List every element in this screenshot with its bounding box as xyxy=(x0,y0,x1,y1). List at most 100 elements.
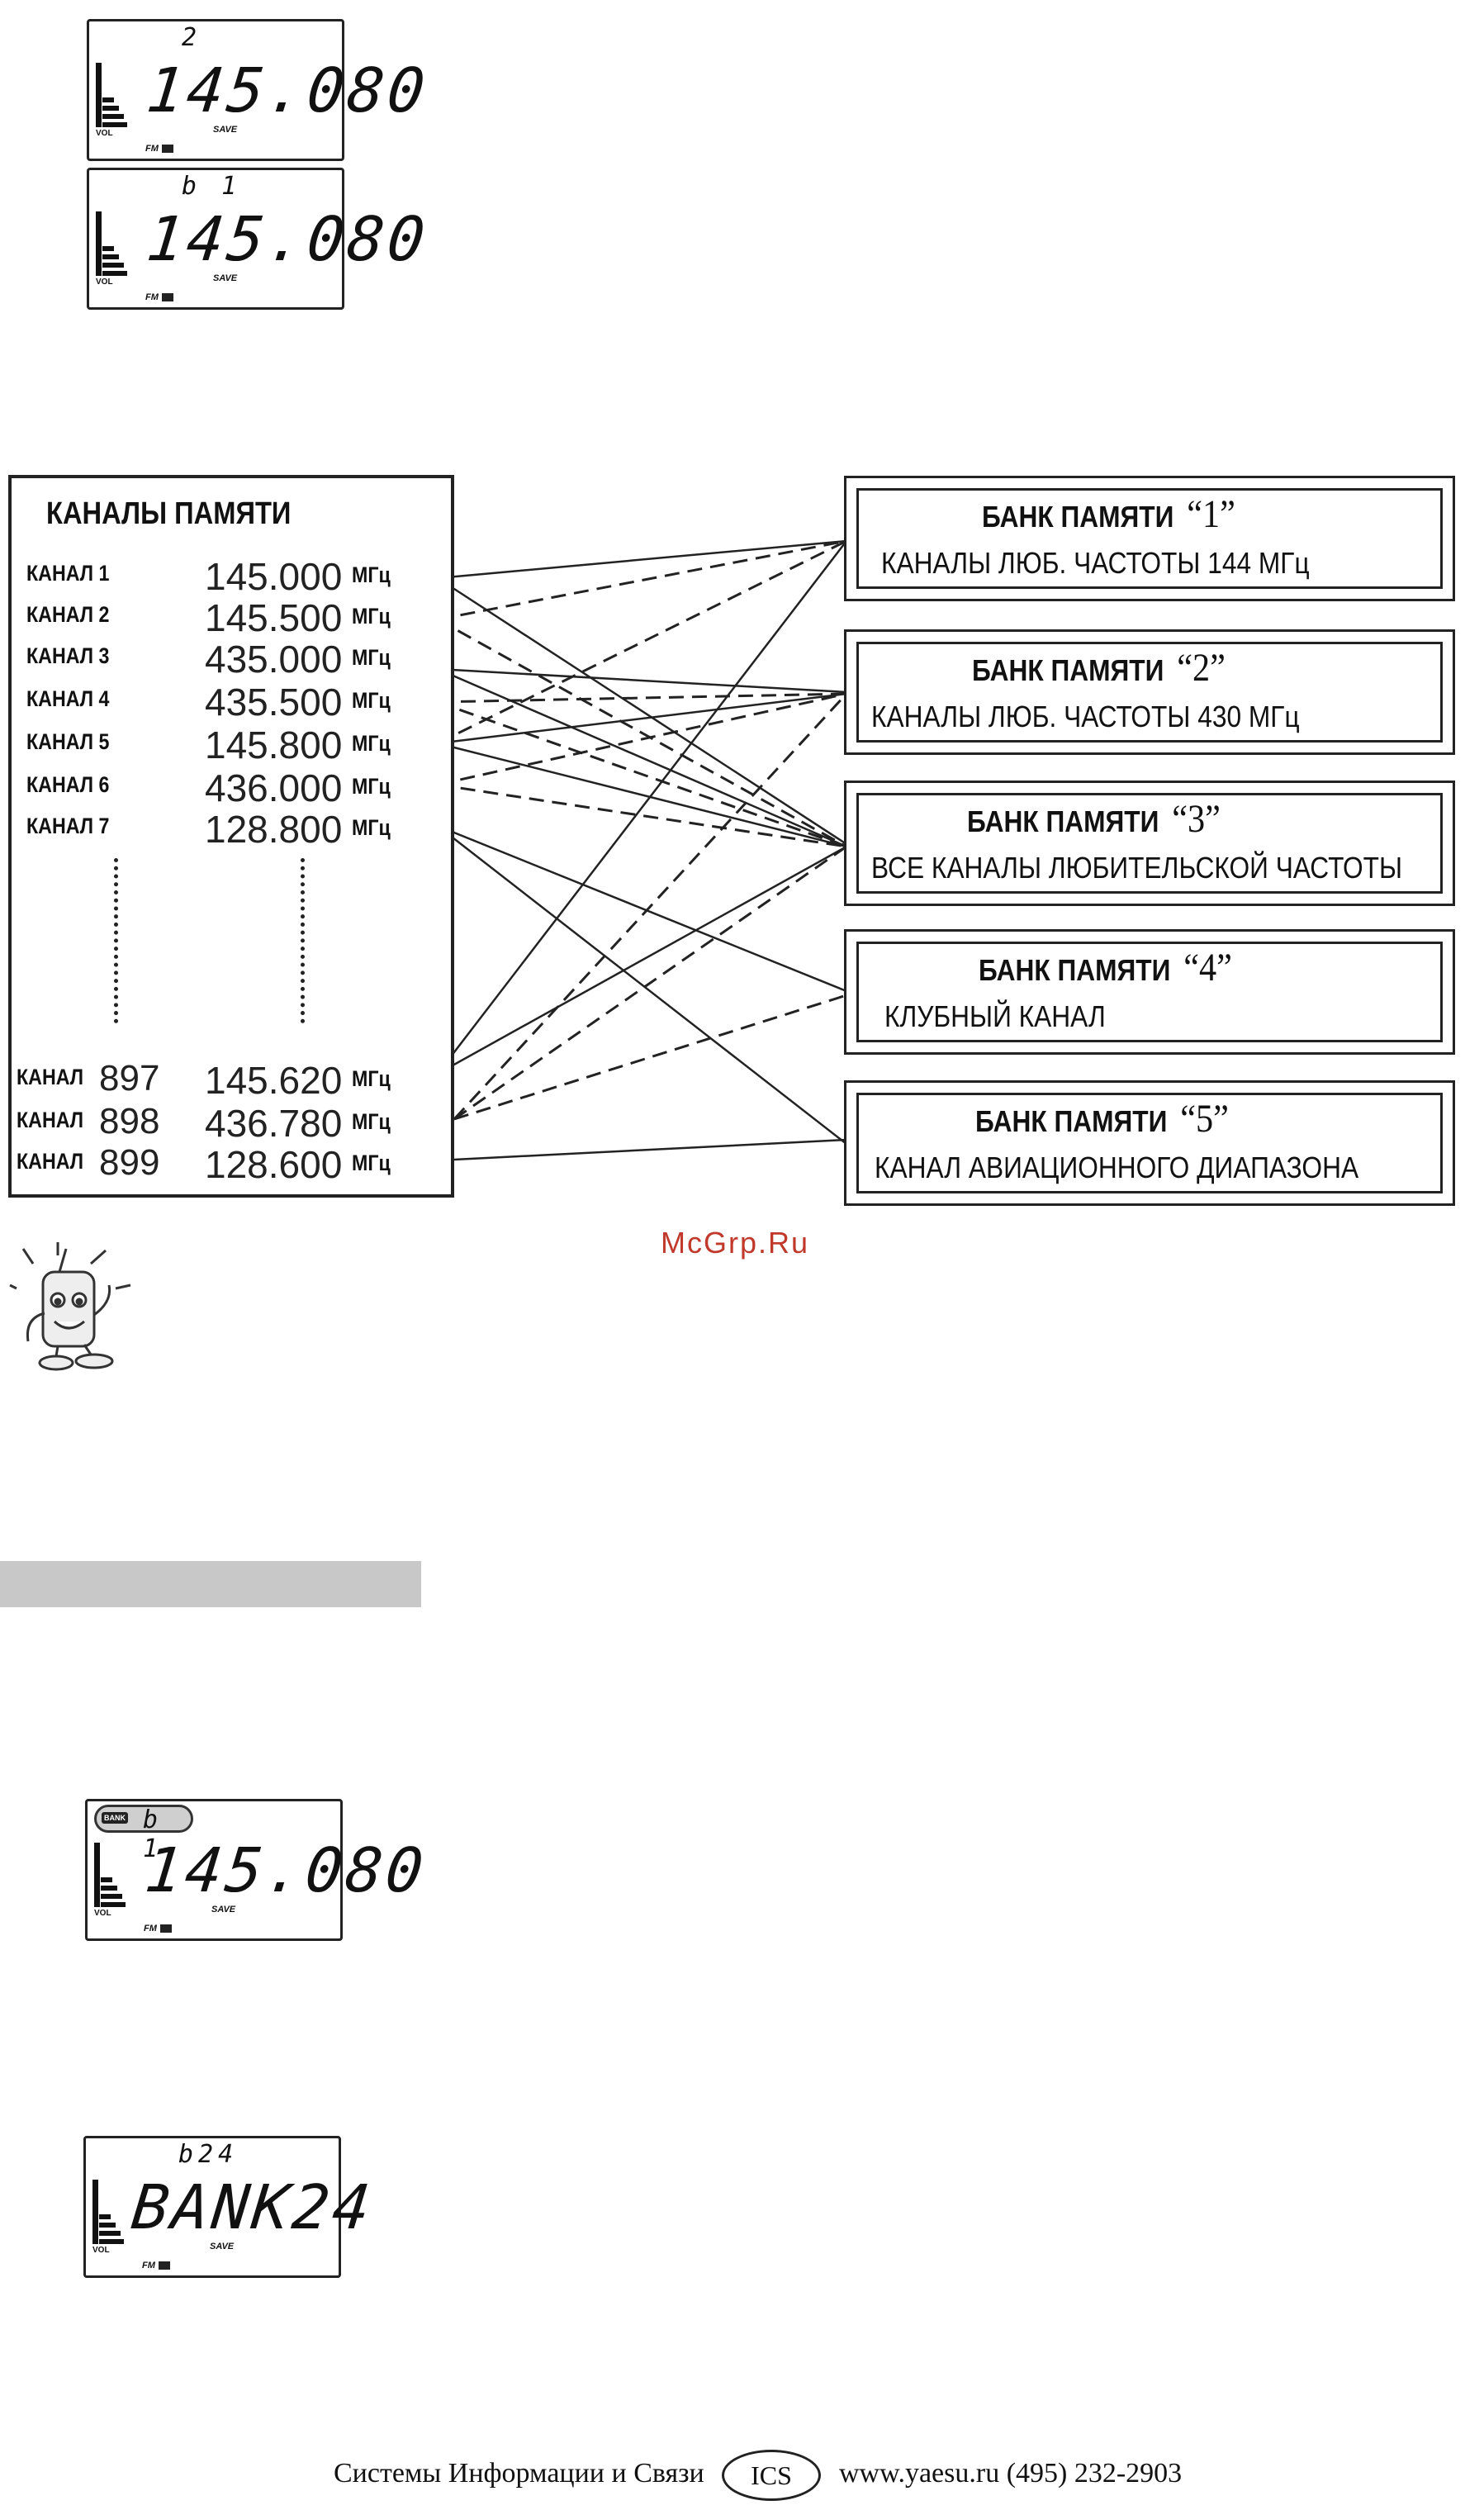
channel-row: КАНАЛ 1 145.000 МГц xyxy=(12,553,441,598)
lcd-display-bank-24: b24 BANK24 SAVE VOL FM xyxy=(83,2136,377,2278)
channel-ellipsis-dots xyxy=(114,858,118,1023)
channel-frequency: 145.620 xyxy=(205,1059,343,1102)
frequency-ellipsis-dots xyxy=(301,858,305,1023)
watermark: McGrp.Ru xyxy=(661,1226,810,1260)
channel-name: КАНАЛ 2 xyxy=(26,602,110,627)
bank-description: КАНАЛ АВИАЦИОННОГО ДИАПАЗОНА xyxy=(875,1151,1359,1184)
channel-name: КАНАЛ xyxy=(17,1108,84,1132)
channel-name: КАНАЛ xyxy=(17,1065,84,1089)
memory-bank-3: БАНК ПАМЯТИ “3” ВСЕ КАНАЛЫ ЛЮБИТЕЛЬСКОЙ Ч… xyxy=(844,781,1455,906)
bank-title: БАНК ПАМЯТИ xyxy=(982,500,1174,534)
channel-row: КАНАЛ 2 145.500 МГц xyxy=(12,594,441,639)
channel-name: КАНАЛ 1 xyxy=(26,561,110,586)
memory-channels-panel: КАНАЛЫ ПАМЯТИ КАНАЛ 1 145.000 МГц КАНАЛ … xyxy=(8,475,454,1198)
channel-frequency: 435.000 xyxy=(205,638,343,681)
channel-name: КАНАЛ 3 xyxy=(26,643,110,668)
channel-unit: МГц xyxy=(352,562,391,587)
lcd-mode: FM xyxy=(145,144,173,154)
channel-number: 897 xyxy=(99,1058,160,1098)
bank-number: “1” xyxy=(1187,492,1235,536)
bank-number: “2” xyxy=(1177,646,1226,690)
volume-bars-icon xyxy=(92,2180,124,2244)
channel-name: КАНАЛ 6 xyxy=(26,772,110,797)
lcd-top-text: b 1 xyxy=(143,1805,167,1863)
lcd-top-text: 2 xyxy=(182,23,202,52)
bank-title: БАНК ПАМЯТИ xyxy=(975,1104,1168,1138)
channel-row: КАНАЛ 897 145.620 МГц xyxy=(12,1056,441,1102)
lcd-save-indicator: SAVE xyxy=(213,273,238,283)
channel-name: КАНАЛ 5 xyxy=(26,729,110,754)
channel-frequency: 128.600 xyxy=(205,1143,343,1186)
volume-bars-icon xyxy=(94,1843,126,1907)
channel-bank-connections xyxy=(437,539,848,1162)
channel-unit: МГц xyxy=(352,604,391,629)
channel-unit: МГц xyxy=(352,1151,391,1175)
memory-bank-4: БАНК ПАМЯТИ “4” КЛУБНЫЙ КАНАЛ xyxy=(844,929,1455,1055)
channel-unit: МГц xyxy=(352,688,391,713)
channel-row: КАНАЛ 3 435.000 МГц xyxy=(12,635,441,681)
bank-badge-label: BANK xyxy=(102,1812,128,1824)
radio-mascot-icon xyxy=(9,1242,131,1371)
lcd-display-channel-2: 2 145.080 SAVE VOL FM xyxy=(87,19,431,161)
bank-indicator-badge: BANK b 1 xyxy=(94,1805,193,1863)
section-header-bar xyxy=(0,1561,421,1607)
lcd-save-indicator: SAVE xyxy=(213,125,238,135)
channel-unit: МГц xyxy=(352,774,391,799)
channel-name: КАНАЛ xyxy=(17,1149,84,1174)
channel-frequency: 436.780 xyxy=(205,1102,343,1145)
lcd-vol-label: VOL xyxy=(96,278,113,287)
bank-number: “3” xyxy=(1172,797,1221,841)
memory-bank-1: БАНК ПАМЯТИ “1” КАНАЛЫ ЛЮБ. ЧАСТОТЫ 144 М… xyxy=(844,476,1455,601)
bank-description: КАНАЛЫ ЛЮБ. ЧАСТОТЫ 144 МГц xyxy=(881,546,1310,580)
bank-title: БАНК ПАМЯТИ xyxy=(979,953,1171,987)
channel-frequency: 145.000 xyxy=(205,555,343,598)
bank-description: КЛУБНЫЙ КАНАЛ xyxy=(884,999,1106,1033)
channel-row: КАНАЛ 899 128.600 МГц xyxy=(12,1141,441,1186)
channel-number: 899 xyxy=(99,1142,160,1183)
channel-frequency: 436.000 xyxy=(205,766,343,809)
lcd-vol-label: VOL xyxy=(94,1909,111,1918)
memory-channels-title: КАНАЛЫ ПАМЯТИ xyxy=(46,496,292,531)
lcd-display-bank-1: b 1 145.080 SAVE VOL FM xyxy=(87,168,431,310)
bank-number: “4” xyxy=(1183,946,1232,989)
channel-row: КАНАЛ 5 145.800 МГц xyxy=(12,721,441,766)
channel-unit: МГц xyxy=(352,645,391,670)
channel-frequency: 128.800 xyxy=(205,808,343,851)
channel-row: КАНАЛ 4 435.500 МГц xyxy=(12,678,441,724)
channel-name: КАНАЛ 4 xyxy=(26,686,110,711)
channel-unit: МГц xyxy=(352,1109,391,1134)
lcd-frequency: BANK24 xyxy=(128,2172,377,2243)
lcd-mode: FM xyxy=(142,2261,170,2270)
lcd-vol-label: VOL xyxy=(96,129,113,138)
footer-contacts: www.yaesu.ru (495) 232-2903 xyxy=(839,2458,1183,2489)
lcd-display-bank-mode: BANK b 1 145.080 SAVE VOL FM xyxy=(85,1799,429,1941)
channel-unit: МГц xyxy=(352,815,391,840)
lcd-save-indicator: SAVE xyxy=(211,1905,236,1915)
lcd-mode: FM xyxy=(145,292,173,302)
bank-title: БАНК ПАМЯТИ xyxy=(972,653,1164,687)
channel-frequency: 145.500 xyxy=(205,596,343,639)
bank-number: “5” xyxy=(1180,1097,1229,1141)
channel-frequency: 145.800 xyxy=(205,724,343,766)
memory-bank-2: БАНК ПАМЯТИ “2” КАНАЛЫ ЛЮБ. ЧАСТОТЫ 430 М… xyxy=(844,629,1455,755)
channel-unit: МГц xyxy=(352,731,391,756)
lcd-frequency: 145.080 xyxy=(141,1835,430,1906)
memory-bank-5: БАНК ПАМЯТИ “5” КАНАЛ АВИАЦИОННОГО ДИАПАЗ… xyxy=(844,1080,1455,1206)
volume-bars-icon xyxy=(96,211,127,276)
bank-title: БАНК ПАМЯТИ xyxy=(967,804,1159,838)
lcd-vol-label: VOL xyxy=(92,2246,110,2255)
channel-frequency: 435.500 xyxy=(205,681,343,724)
channel-unit: МГц xyxy=(352,1066,391,1091)
lcd-mode: FM xyxy=(144,1924,172,1934)
channel-row: КАНАЛ 7 128.800 МГц xyxy=(12,805,441,851)
page-footer: Системы Информации и Связи ICS www.yaesu… xyxy=(334,2450,1192,2508)
channel-row: КАНАЛ 898 436.780 МГц xyxy=(12,1099,441,1145)
channel-row: КАНАЛ 6 436.000 МГц xyxy=(12,764,441,809)
channel-name: КАНАЛ 7 xyxy=(26,814,110,838)
bank-description: КАНАЛЫ ЛЮБ. ЧАСТОТЫ 430 МГц xyxy=(871,700,1300,733)
channel-number: 898 xyxy=(99,1101,160,1141)
lcd-top-text: b 1 xyxy=(182,172,242,201)
lcd-top-text: b24 xyxy=(178,2140,239,2169)
ics-logo: ICS xyxy=(722,2450,821,2501)
bank-description: ВСЕ КАНАЛЫ ЛЮБИТЕЛЬСКОЙ ЧАСТОТЫ xyxy=(871,851,1403,885)
